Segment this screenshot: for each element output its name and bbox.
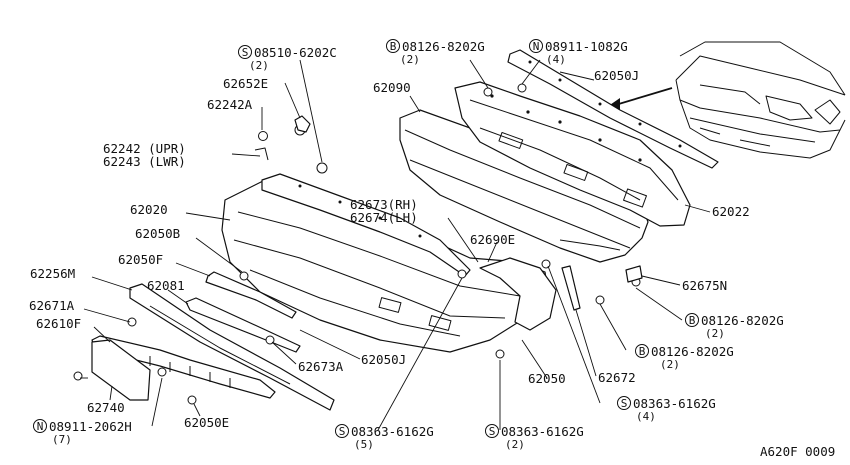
fastener-type-symbol: S bbox=[621, 397, 628, 410]
fastener-quantity: (2) bbox=[660, 358, 680, 371]
small-hardware bbox=[73, 83, 643, 405]
label-62673A: 62673A bbox=[298, 359, 344, 374]
fastener-part-number: 08510-6202C bbox=[254, 45, 337, 60]
label-62674LH: 62674(LH) bbox=[350, 210, 418, 225]
label-62050F: 62050F bbox=[118, 252, 163, 267]
label-62671A: 62671A bbox=[29, 298, 75, 313]
upper-retainer-62050B bbox=[261, 173, 471, 277]
fastener-type-symbol: S bbox=[242, 46, 249, 59]
reinforcement-62090 bbox=[399, 109, 649, 263]
label-62081: 62081 bbox=[147, 278, 185, 293]
fastener-quantity: (4) bbox=[546, 53, 566, 66]
part-labels: 62652E 62242A 62242 (UPR) 62243 (LWR) 62… bbox=[29, 68, 750, 430]
label-62243: 62243 (LWR) bbox=[103, 154, 186, 169]
label-62610F: 62610F bbox=[36, 316, 81, 331]
label-62050B: 62050B bbox=[135, 226, 180, 241]
fastener-part-number: 08363-6162G bbox=[351, 424, 434, 439]
fastener-quantity: (2) bbox=[505, 438, 525, 451]
label-62242: 62242 (UPR) bbox=[103, 141, 186, 156]
label-62022: 62022 bbox=[712, 204, 750, 219]
fastener-quantity: (2) bbox=[400, 53, 420, 66]
label-62690E: 62690E bbox=[470, 232, 515, 247]
fastener-quantity: (5) bbox=[354, 438, 374, 451]
fastener-type-symbol: N bbox=[533, 40, 540, 53]
label-62050E: 62050E bbox=[184, 415, 229, 430]
label-62020: 62020 bbox=[130, 202, 168, 217]
fastener-quantity: (2) bbox=[705, 327, 725, 340]
lower-retainer-62256M bbox=[129, 283, 335, 411]
fastener-type-symbol: B bbox=[689, 314, 696, 327]
fastener-part-number: 08363-6162G bbox=[633, 396, 716, 411]
label-62673RH: 62673(RH) bbox=[350, 197, 418, 212]
fastener-08126-8202G-top: B 08126-8202G (2) bbox=[386, 39, 485, 66]
label-62050: 62050 bbox=[528, 371, 566, 386]
car-front-reference bbox=[675, 41, 846, 159]
fastener-part-number: 08911-1082G bbox=[545, 39, 628, 54]
fastener-part-number: 08126-8202G bbox=[651, 344, 734, 359]
fastener-type-symbol: B bbox=[639, 345, 646, 358]
fastener-08510-6202C: S 08510-6202C (2) bbox=[238, 45, 337, 72]
label-62256M: 62256M bbox=[30, 266, 75, 281]
fastener-08126-8202G-right: B 08126-8202G (2) bbox=[685, 313, 784, 340]
fastener-quantity: (4) bbox=[636, 410, 656, 423]
fastener-part-number: 08363-6162G bbox=[501, 424, 584, 439]
fastener-type-symbol: N bbox=[37, 420, 44, 433]
fastener-part-number: 08911-2062H bbox=[49, 419, 132, 434]
fastener-part-number: 08126-8202G bbox=[402, 39, 485, 54]
fastener-type-symbol: B bbox=[390, 40, 397, 53]
fastener-quantity: (7) bbox=[52, 433, 72, 446]
fastener-part-number: 08126-8202G bbox=[701, 313, 784, 328]
fastener-quantity: (2) bbox=[249, 59, 269, 72]
retainer-62050F bbox=[205, 271, 297, 319]
fastener-08363-6162G-5: S 08363-6162G (5) bbox=[335, 424, 434, 451]
fastener-callouts: S 08510-6202C (2) B 08126-8202G (2) N 08… bbox=[33, 39, 784, 451]
fastener-08363-6162G-4: S 08363-6162G (4) bbox=[617, 396, 716, 423]
side-bracket-62673 bbox=[479, 257, 557, 331]
fastener-08911-1082G: N 08911-1082G (4) bbox=[529, 39, 628, 66]
label-62050J-upper: 62050J bbox=[594, 68, 639, 83]
label-62675N: 62675N bbox=[682, 278, 727, 293]
fastener-type-symbol: S bbox=[339, 425, 346, 438]
label-62672: 62672 bbox=[598, 370, 636, 385]
label-62740: 62740 bbox=[87, 400, 125, 415]
label-62050J-lower: 62050J bbox=[361, 352, 406, 367]
label-62652E: 62652E bbox=[223, 76, 268, 91]
label-62242A: 62242A bbox=[207, 97, 253, 112]
license-plate-62740 bbox=[91, 339, 151, 401]
mounting-bracket-62022 bbox=[454, 81, 691, 227]
bumper-fascia-62020 bbox=[221, 179, 549, 353]
figure-code: A620F 0009 bbox=[760, 444, 835, 459]
label-62090: 62090 bbox=[373, 80, 411, 95]
fastener-08911-2062H: N 08911-2062H (7) bbox=[33, 419, 132, 446]
leader-lines bbox=[80, 59, 711, 431]
retainer-62050J-top bbox=[507, 49, 719, 169]
fastener-type-symbol: S bbox=[489, 425, 496, 438]
fastener-08363-6162G-2: S 08363-6162G (2) bbox=[485, 424, 584, 451]
fastener-08126-8202G-middle: B 08126-8202G (2) bbox=[635, 344, 734, 371]
license-bracket-62610F bbox=[91, 335, 276, 399]
